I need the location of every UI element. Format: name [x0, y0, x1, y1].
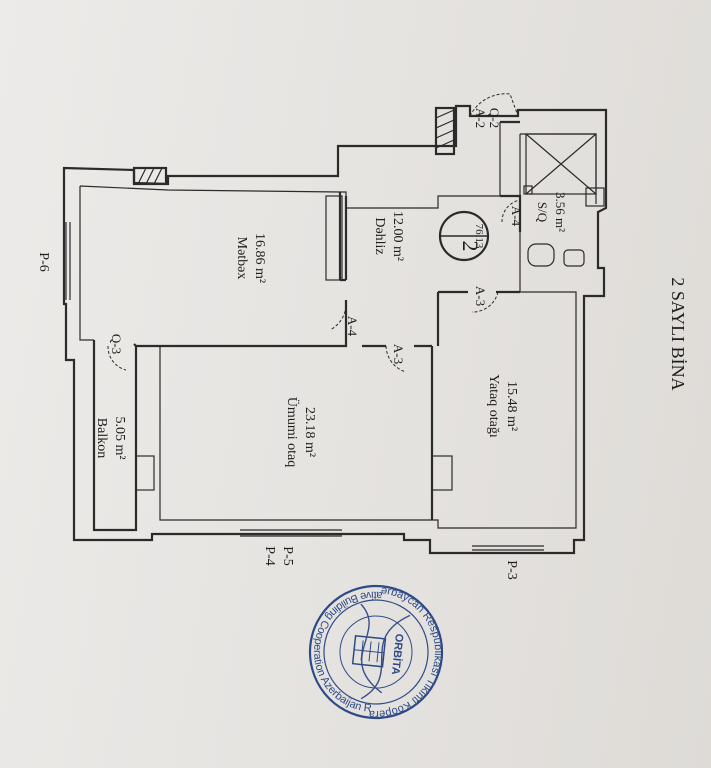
door-label-a3-right: A-3: [473, 286, 488, 306]
door-swing-a4-top: [501, 199, 521, 223]
room-name-balkon: Balkon: [94, 418, 109, 458]
partition-hall-bath: [500, 120, 522, 232]
column: [585, 187, 605, 207]
room-name-sq: S/Q: [535, 202, 550, 223]
room-name-yataq: Yataq otağı: [486, 374, 501, 438]
partition-kitchen-living: [133, 300, 432, 348]
stamp-ring-text: Azərbaycan Respublikası Tikinti Kooperat…: [366, 584, 451, 727]
sink: [527, 243, 555, 267]
niche: [325, 195, 343, 281]
partition-living-bedroom: [430, 290, 520, 520]
stamp: Azərbaycan Respublikası Tikinti Kooperat…: [305, 583, 451, 727]
window: [240, 529, 342, 537]
door-swing-a3-right: [471, 291, 499, 313]
column-hatch: [435, 109, 455, 149]
elevator-shaft: [525, 133, 597, 195]
door-swing-a2: [469, 93, 519, 117]
toilet: [563, 249, 585, 267]
outer-wall: [62, 104, 608, 555]
door-swing-q3: [107, 345, 127, 371]
column: [431, 455, 453, 491]
axis-label-p6: P-6: [36, 252, 51, 271]
window: [472, 545, 544, 551]
column: [135, 455, 155, 491]
axis-label-p5: P-5: [280, 546, 295, 565]
column-hatch: [137, 167, 163, 185]
apartment-area: 76.13: [473, 224, 485, 249]
room-name-umumi: Ümumi otaq: [284, 397, 301, 467]
room-name-metbex: Mətbəx: [234, 237, 249, 280]
building-title: 2 SAYLI BİNA: [668, 277, 688, 390]
door-swing-a4-mid: [329, 305, 347, 331]
axis-label-p4: P-4: [262, 546, 277, 565]
room-area-dehliz: 12.00 m²: [390, 211, 405, 261]
door-swing-a3-mid: [385, 345, 407, 373]
elevator-shaft-cross: [525, 133, 597, 195]
door-label-a3-mid: A-3: [391, 344, 406, 364]
room-area-sq: 3.56 m²: [553, 192, 568, 232]
partition-kitchen-hall: [338, 192, 348, 282]
apartment-number: 2: [458, 241, 483, 252]
door-label-a4-mid: A-4: [345, 316, 360, 337]
balcony-wall: [92, 340, 138, 532]
bath-fixture: [523, 185, 533, 195]
door-label-a2: A-2: [473, 108, 488, 128]
stamp-name: ORBİTA: [389, 633, 406, 676]
axis-label-p3: P-3: [504, 560, 519, 579]
room-area-umumi: 23.18 m²: [302, 407, 317, 457]
door-label-q3: Q-3: [109, 334, 124, 354]
column: [132, 166, 168, 186]
room-area-balkon: 5.05 m²: [112, 416, 127, 459]
room-name-dehliz: Dəhliz: [372, 217, 387, 254]
column: [434, 106, 456, 156]
window: [65, 222, 71, 300]
signature: [360, 603, 411, 700]
door-label-a4-top: A-4: [509, 206, 524, 227]
room-area-yataq: 15.48 m²: [504, 381, 519, 431]
door-label-q2: Q-2: [487, 108, 502, 128]
room-area-metbex: 16.86 m²: [252, 233, 267, 283]
